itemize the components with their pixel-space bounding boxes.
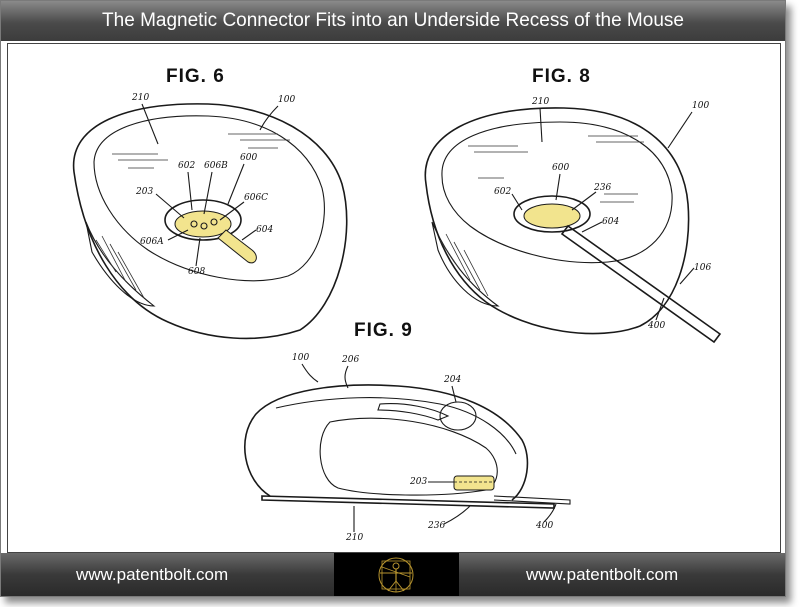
ref-numeral: 100 xyxy=(692,101,709,111)
fig6-top-surface xyxy=(93,115,325,282)
figure-8: FIG. 8 xyxy=(424,66,722,344)
ref-numeral: 236 xyxy=(593,183,611,193)
fig6-contact-1 xyxy=(190,220,198,228)
footer-url-left[interactable]: www.patentbolt.com xyxy=(76,565,229,584)
patent-drawing-panel: FIG. 6 xyxy=(7,43,781,553)
patent-drawings: FIG. 6 xyxy=(72,66,722,543)
fig6-leader-210 xyxy=(141,103,159,145)
fig9-base xyxy=(261,495,555,509)
fig6-cable-channel xyxy=(217,229,257,264)
ref-numeral: 604 xyxy=(602,217,619,227)
fig6-side-scoop xyxy=(85,221,156,307)
footer-bar: www.patentbolt.com www.patentbolt.com xyxy=(1,553,785,596)
fig6-recess-outer xyxy=(164,199,242,241)
ref-numeral: 203 xyxy=(409,477,427,487)
figure-6: FIG. 6 xyxy=(72,66,348,340)
ref-numeral: 400 xyxy=(647,321,665,331)
ref-numeral: 210 xyxy=(531,97,549,107)
fig9-button-edge xyxy=(275,397,517,455)
fig6-contact-3 xyxy=(210,218,218,226)
fig9-scroll-wheel xyxy=(439,401,477,431)
figure-9: FIG. 9 100 206 xyxy=(244,320,571,543)
fig6-contact-2 xyxy=(200,222,208,230)
ref-numeral: 106 xyxy=(694,263,711,273)
ref-numeral: 210 xyxy=(345,533,363,543)
fig8-mouse-body xyxy=(424,107,690,335)
ref-numeral: 210 xyxy=(131,93,149,103)
ref-numeral: 606A xyxy=(140,237,164,247)
fig8-surface-hatching xyxy=(468,135,644,203)
ref-numeral: 100 xyxy=(278,95,295,105)
fig6-side-hatching xyxy=(95,235,145,299)
ref-numeral: 600 xyxy=(240,153,257,163)
fig9-magnetic-connector xyxy=(453,475,495,491)
fig6-mouse-body xyxy=(72,103,348,340)
page-title: The Magnetic Connector Fits into an Unde… xyxy=(102,10,684,31)
footer-url-right[interactable]: www.patentbolt.com xyxy=(526,565,679,584)
fig8-recess-outer xyxy=(513,195,591,233)
fig9-cable xyxy=(493,495,571,505)
fig6-label: FIG. 6 xyxy=(166,66,225,87)
ref-numeral: 602 xyxy=(494,187,511,197)
fig8-label: FIG. 8 xyxy=(532,66,591,87)
fig9-mouse-body xyxy=(244,384,529,501)
fig8-side-scoop xyxy=(431,221,500,307)
ref-numeral: 203 xyxy=(135,187,153,197)
vitruvian-man-icon xyxy=(334,553,459,596)
fig6-magnetic-connector xyxy=(174,210,232,238)
fig8-top-surface xyxy=(441,121,673,264)
fig8-side-hatching xyxy=(439,233,489,297)
ref-numeral: 606C xyxy=(244,193,268,203)
fig6-surface-hatching xyxy=(112,133,290,169)
ref-numeral: 600 xyxy=(552,163,569,173)
title-bar: The Magnetic Connector Fits into an Unde… xyxy=(1,1,785,41)
ref-numeral: 100 xyxy=(292,353,309,363)
fig9-label: FIG. 9 xyxy=(354,320,413,341)
ref-numeral: 206 xyxy=(341,355,359,365)
fig8-magnetic-connector xyxy=(523,203,581,229)
ref-numeral: 236 xyxy=(427,521,445,531)
ref-numeral: 204 xyxy=(443,375,461,385)
ref-numeral: 606B xyxy=(204,161,228,171)
ref-numeral: 602 xyxy=(178,161,195,171)
ref-numeral: 608 xyxy=(188,267,205,277)
ref-numeral: 604 xyxy=(256,225,273,235)
ref-numeral: 400 xyxy=(535,521,553,531)
fig6-leader-100 xyxy=(259,105,279,131)
fig8-cable xyxy=(560,224,722,344)
image-frame: The Magnetic Connector Fits into an Unde… xyxy=(0,0,786,597)
fig9-side-button xyxy=(377,403,450,421)
